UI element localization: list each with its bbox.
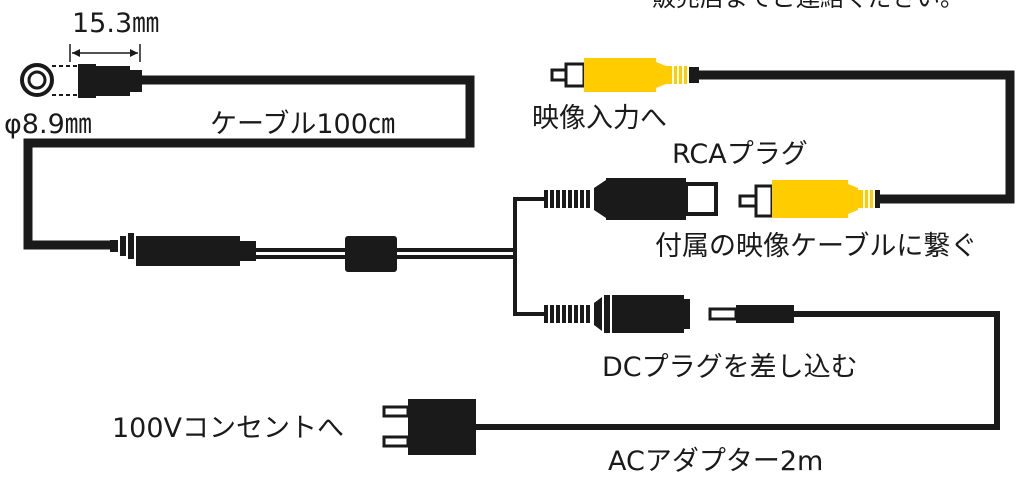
branch-video [513,197,544,253]
video-in-label: 映像入力へ [532,103,667,134]
rca-plug-label: RCAプラグ [672,139,808,170]
rca-plug-middle [738,180,880,218]
camera-cable [23,75,475,250]
rca-plug-top [550,58,699,92]
junction-box [110,233,256,266]
adapter-label: ACアダプター2m [608,446,823,477]
dc-plug [708,305,794,323]
camera-head [20,63,142,98]
rca-female-connector [544,178,718,220]
cable-length-label: ケーブル100㎝ [210,109,395,140]
top-note-text: 販売店までご連絡ください。 [652,0,964,12]
branch-power [513,253,544,316]
length-dimension [69,44,141,62]
length-label: 15.3㎜ [72,8,159,39]
ferrite-core [345,236,397,272]
dc-plug-label: DCプラグを差し込む [602,352,858,383]
video-cable [699,70,1015,204]
adapter-cable [476,311,1000,430]
dc-female-connector [544,295,690,333]
outlet-label: 100Vコンセントへ [112,413,344,444]
ac-adapter [382,399,476,455]
diameter-label: φ8.9㎜ [4,109,92,140]
connect-video-label: 付属の映像ケーブルに繋ぐ [655,231,977,262]
